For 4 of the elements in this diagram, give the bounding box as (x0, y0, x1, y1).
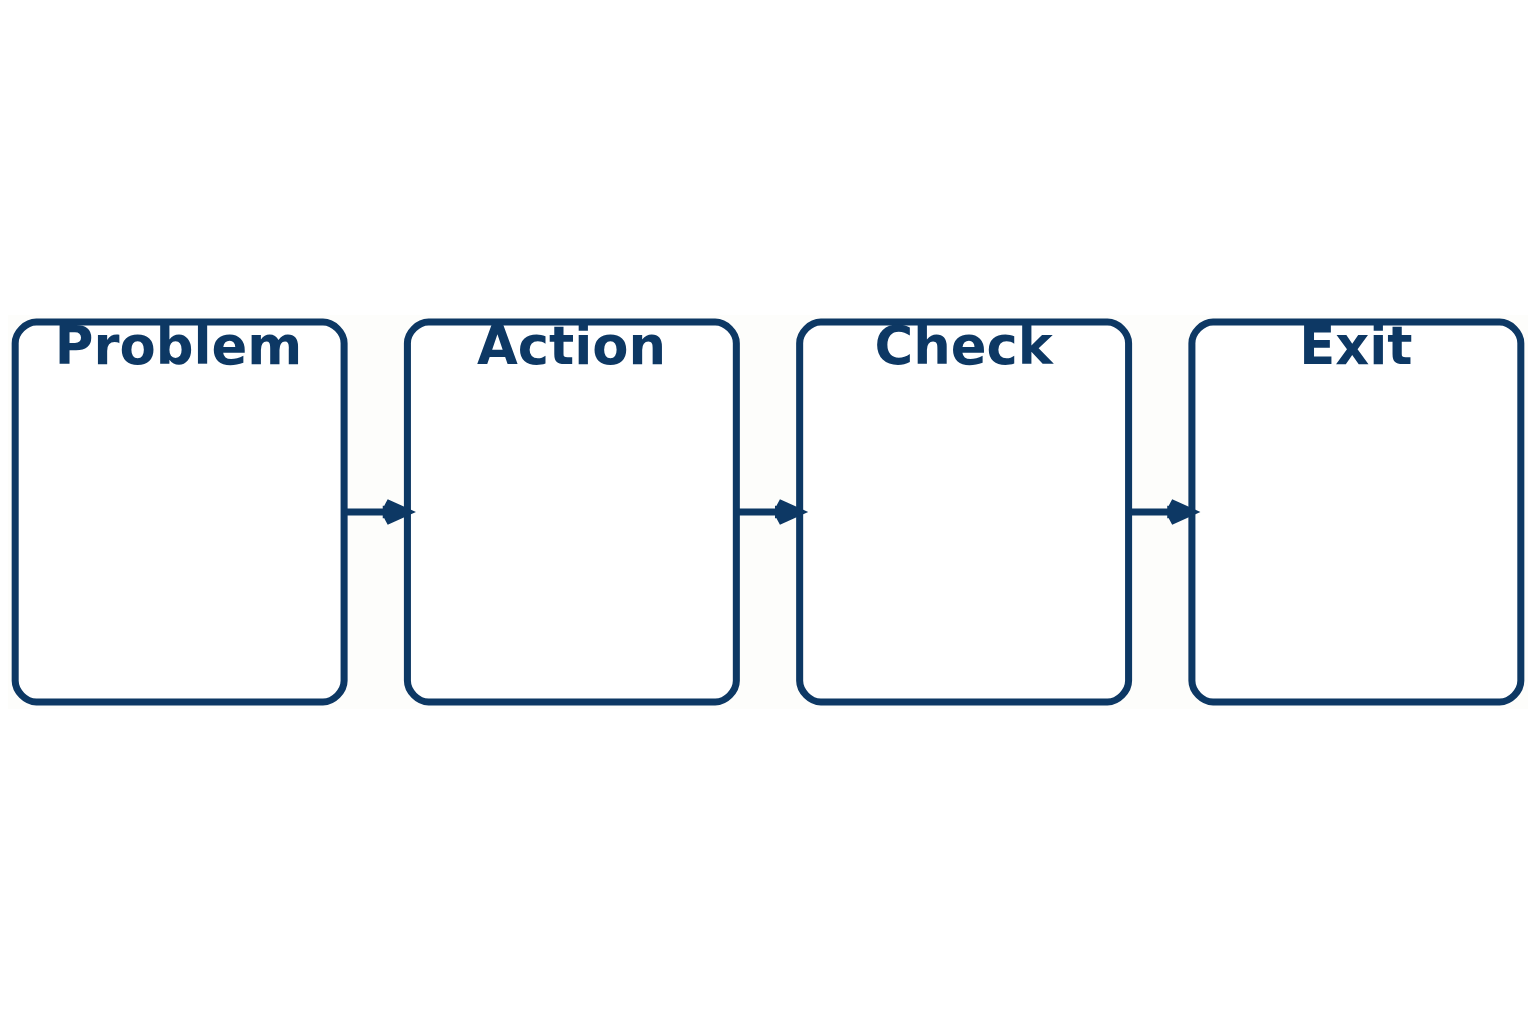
node-box: Check (796, 318, 1133, 706)
node-box: Action (403, 318, 740, 706)
node-box: Problem (11, 318, 348, 706)
node-box: Exit (1188, 318, 1525, 706)
